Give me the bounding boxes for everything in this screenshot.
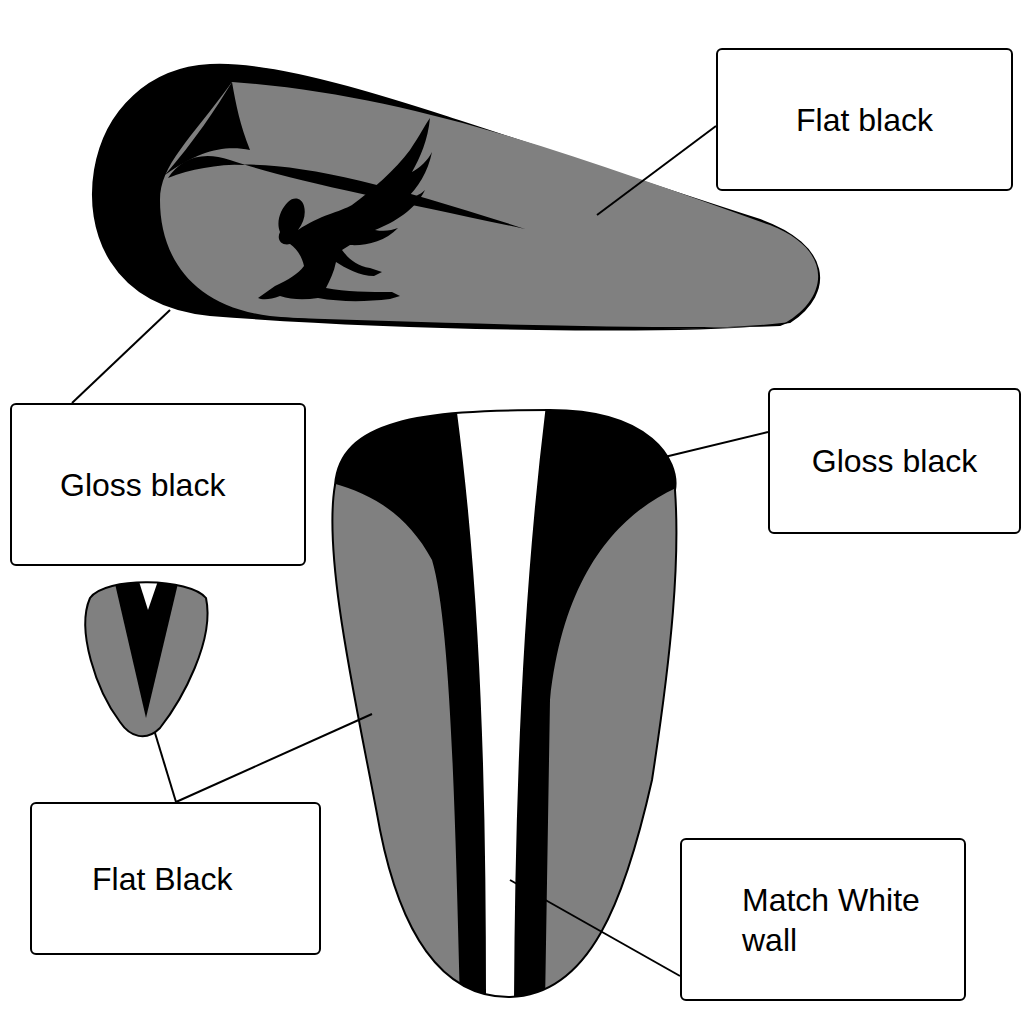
tank-side-view [93,65,819,330]
callout-box: Flat black [716,48,1013,191]
angel-silhouette [258,118,432,301]
callout-label: Gloss black [812,441,977,481]
callout-box: Flat Black [30,802,321,955]
callout-box: Gloss black [10,403,306,566]
callout-label: Flat Black [92,859,232,899]
tank-top-view [320,400,690,1010]
callout-box: Match White wall [680,838,966,1001]
callout-label: Flat black [796,100,933,140]
callout-box: Gloss black [768,388,1021,534]
dash-panel [70,570,230,750]
callout-label: Gloss black [60,465,225,505]
callout-label: Match White wall [742,880,922,960]
